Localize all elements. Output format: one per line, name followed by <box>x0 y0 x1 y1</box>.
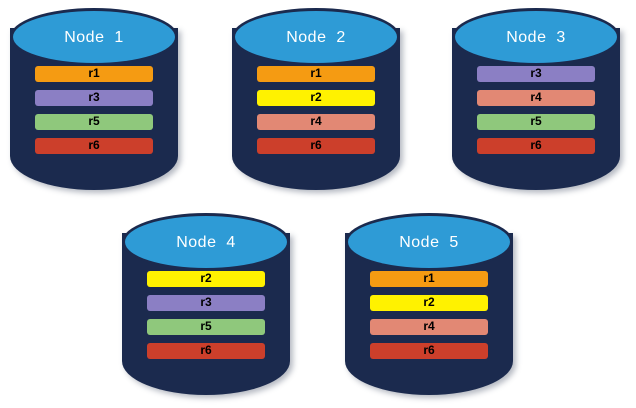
database-node-5[interactable]: r1 r2 r4 r6 Node 5 <box>345 213 513 395</box>
replica-label: r5 <box>200 319 212 333</box>
replica-label: r6 <box>310 138 322 152</box>
replica-bar-r1[interactable]: r1 <box>370 271 488 287</box>
replica-label: r4 <box>310 114 322 128</box>
replica-bar-r5[interactable]: r5 <box>35 114 153 130</box>
replica-label: r3 <box>88 90 100 104</box>
database-node-4[interactable]: r2 r3 r5 r6 Node 4 <box>122 213 290 395</box>
replica-bar-r2[interactable]: r2 <box>147 271 265 287</box>
cylinder-top: Node 2 <box>232 8 400 66</box>
node-title: Node 3 <box>506 29 566 46</box>
node-title: Node 2 <box>286 29 346 46</box>
replica-list: r2 r3 r5 r6 <box>122 271 290 359</box>
node-title: Node 4 <box>176 234 236 251</box>
node-title: Node 5 <box>399 234 459 251</box>
database-node-3[interactable]: r3 r4 r5 r6 Node 3 <box>452 8 620 190</box>
node-title: Node 1 <box>64 29 124 46</box>
cylinder-top: Node 3 <box>452 8 620 66</box>
cylinder-top: Node 4 <box>122 213 290 271</box>
replica-list: r1 r2 r4 r6 <box>232 66 400 154</box>
replica-list: r1 r3 r5 r6 <box>10 66 178 154</box>
replica-bar-r6[interactable]: r6 <box>477 138 595 154</box>
replica-bar-r1[interactable]: r1 <box>257 66 375 82</box>
replica-bar-r3[interactable]: r3 <box>147 295 265 311</box>
replica-bar-r6[interactable]: r6 <box>35 138 153 154</box>
database-node-1[interactable]: r1 r3 r5 r6 Node 1 <box>10 8 178 190</box>
replica-label: r5 <box>530 114 542 128</box>
replica-bar-r1[interactable]: r1 <box>35 66 153 82</box>
replica-label: r1 <box>88 66 100 80</box>
replica-label: r4 <box>530 90 542 104</box>
database-node-2[interactable]: r1 r2 r4 r6 Node 2 <box>232 8 400 190</box>
replica-bar-r3[interactable]: r3 <box>477 66 595 82</box>
replica-bar-r3[interactable]: r3 <box>35 90 153 106</box>
replica-bar-r5[interactable]: r5 <box>477 114 595 130</box>
replica-bar-r5[interactable]: r5 <box>147 319 265 335</box>
replica-bar-r6[interactable]: r6 <box>147 343 265 359</box>
replica-list: r3 r4 r5 r6 <box>452 66 620 154</box>
replica-label: r1 <box>310 66 322 80</box>
replica-bar-r4[interactable]: r4 <box>370 319 488 335</box>
replica-label: r6 <box>530 138 542 152</box>
replica-bar-r2[interactable]: r2 <box>257 90 375 106</box>
replica-label: r6 <box>200 343 212 357</box>
replica-label: r2 <box>310 90 322 104</box>
replica-label: r2 <box>423 295 435 309</box>
replica-bar-r6[interactable]: r6 <box>370 343 488 359</box>
replica-bar-r4[interactable]: r4 <box>477 90 595 106</box>
replica-bar-r4[interactable]: r4 <box>257 114 375 130</box>
replica-bar-r6[interactable]: r6 <box>257 138 375 154</box>
cylinder-top: Node 5 <box>345 213 513 271</box>
replica-label: r5 <box>88 114 100 128</box>
replica-label: r2 <box>200 271 212 285</box>
replica-label: r6 <box>423 343 435 357</box>
cylinder-top: Node 1 <box>10 8 178 66</box>
replica-label: r3 <box>530 66 542 80</box>
replica-label: r4 <box>423 319 435 333</box>
replica-label: r6 <box>88 138 100 152</box>
replica-list: r1 r2 r4 r6 <box>345 271 513 359</box>
replica-label: r3 <box>200 295 212 309</box>
replica-label: r1 <box>423 271 435 285</box>
replica-bar-r2[interactable]: r2 <box>370 295 488 311</box>
